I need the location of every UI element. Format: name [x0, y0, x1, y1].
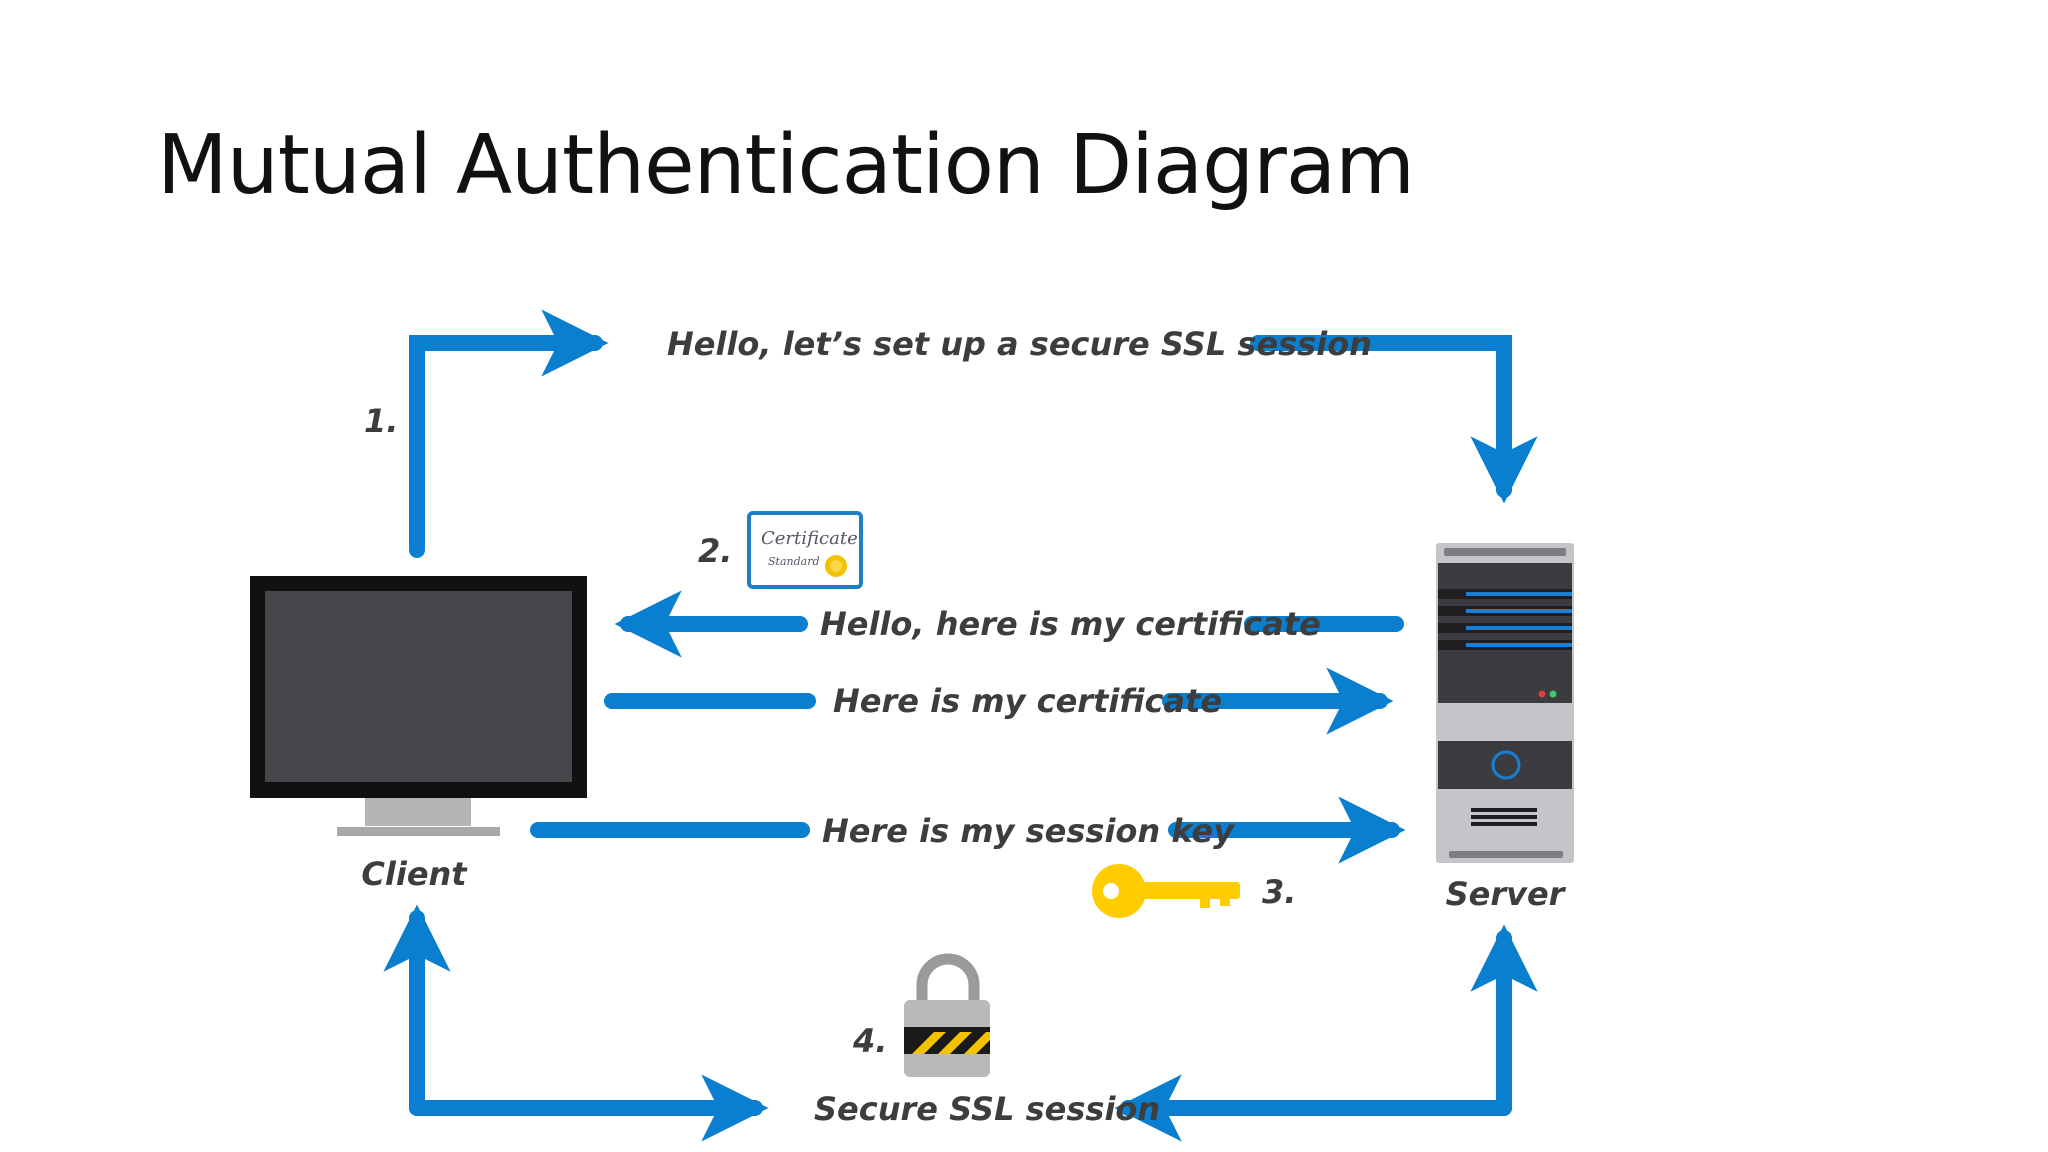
hello-arrow	[409, 309, 1538, 558]
secure-session-message: Secure SSL session	[814, 1090, 1160, 1128]
server-label: Server	[1446, 875, 1567, 913]
hello-message: Hello, let’s set up a secure SSL session	[667, 325, 1372, 363]
step-2-label: 2.	[698, 532, 732, 570]
secure-session-arrows	[383, 904, 1538, 1142]
certificate-subtitle: Standard	[768, 555, 820, 568]
monitor-icon	[250, 576, 587, 836]
step-4-label: 4.	[852, 1022, 887, 1060]
page-title: Mutual Authentication Diagram	[157, 118, 1415, 213]
step-3-label: 3.	[1262, 873, 1296, 911]
client-label: Client	[361, 855, 468, 893]
client-certificate-message: Here is my certificate	[833, 682, 1222, 720]
padlock-icon	[904, 953, 990, 1077]
certificate-title: Certificate	[761, 528, 858, 549]
server-icon	[1436, 543, 1574, 863]
key-icon	[1092, 864, 1240, 918]
certificate-icon: Certificate Standard	[747, 511, 863, 589]
server-certificate-message: Hello, here is my certificate	[820, 605, 1321, 643]
step-1-label: 1.	[364, 402, 398, 440]
session-key-message: Here is my session key	[822, 812, 1235, 850]
